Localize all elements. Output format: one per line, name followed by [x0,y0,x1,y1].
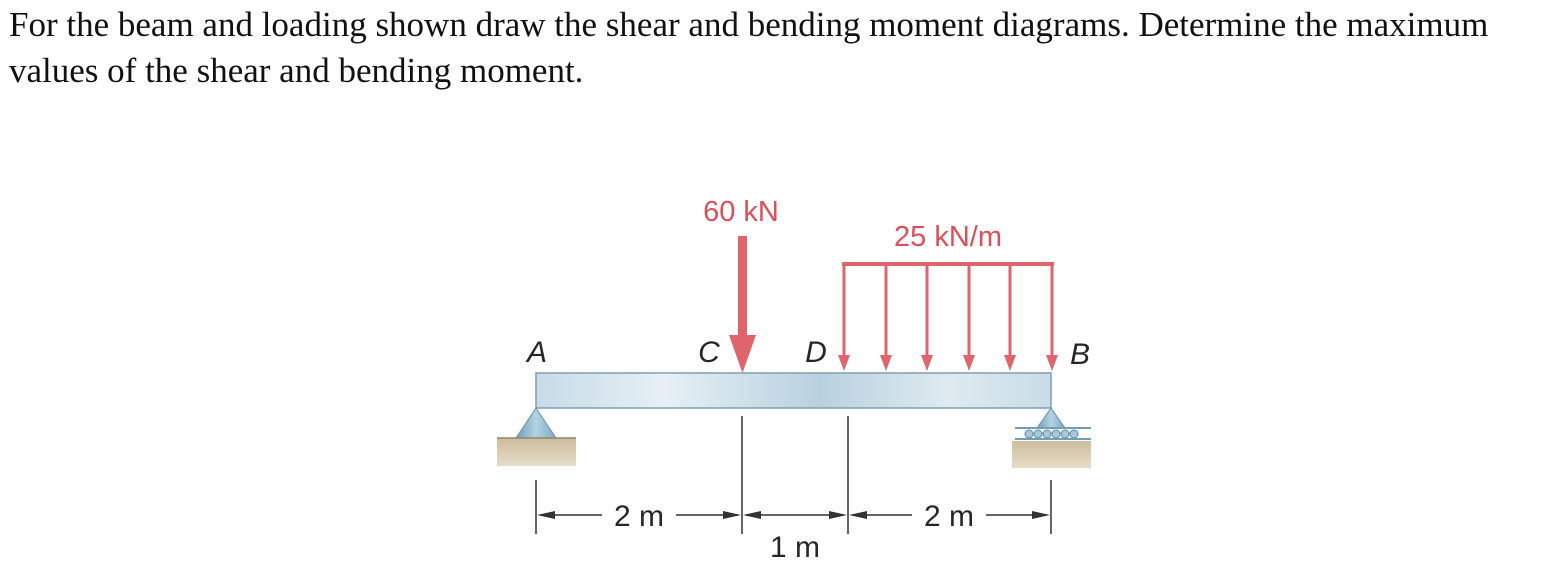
point-label-a: A [525,336,547,369]
distributed-load-arrowheads [838,355,1058,371]
dimension-extension-lines [535,416,1052,534]
dimension-cd [743,511,847,519]
pin-support-a [497,407,576,466]
beam [535,372,1052,409]
point-label-c: C [698,336,720,369]
roller-support-b [1012,407,1091,468]
distributed-load-label: 25 kN/m [894,221,1002,253]
problem-statement: For the beam and loading shown draw the … [9,5,1489,90]
point-load-arrow [729,236,756,373]
dimension-label-db: 2 m [924,500,974,533]
dimension-label-ac: 2 m [614,500,664,533]
dimension-label-cd: 1 m [770,531,820,564]
dimension-db [849,511,1050,519]
point-label-d: D [805,336,827,369]
point-load-label: 60 kN [703,196,779,228]
distributed-load [842,262,1054,357]
dimension-ac [537,511,741,519]
point-label-b: B [1070,338,1090,371]
